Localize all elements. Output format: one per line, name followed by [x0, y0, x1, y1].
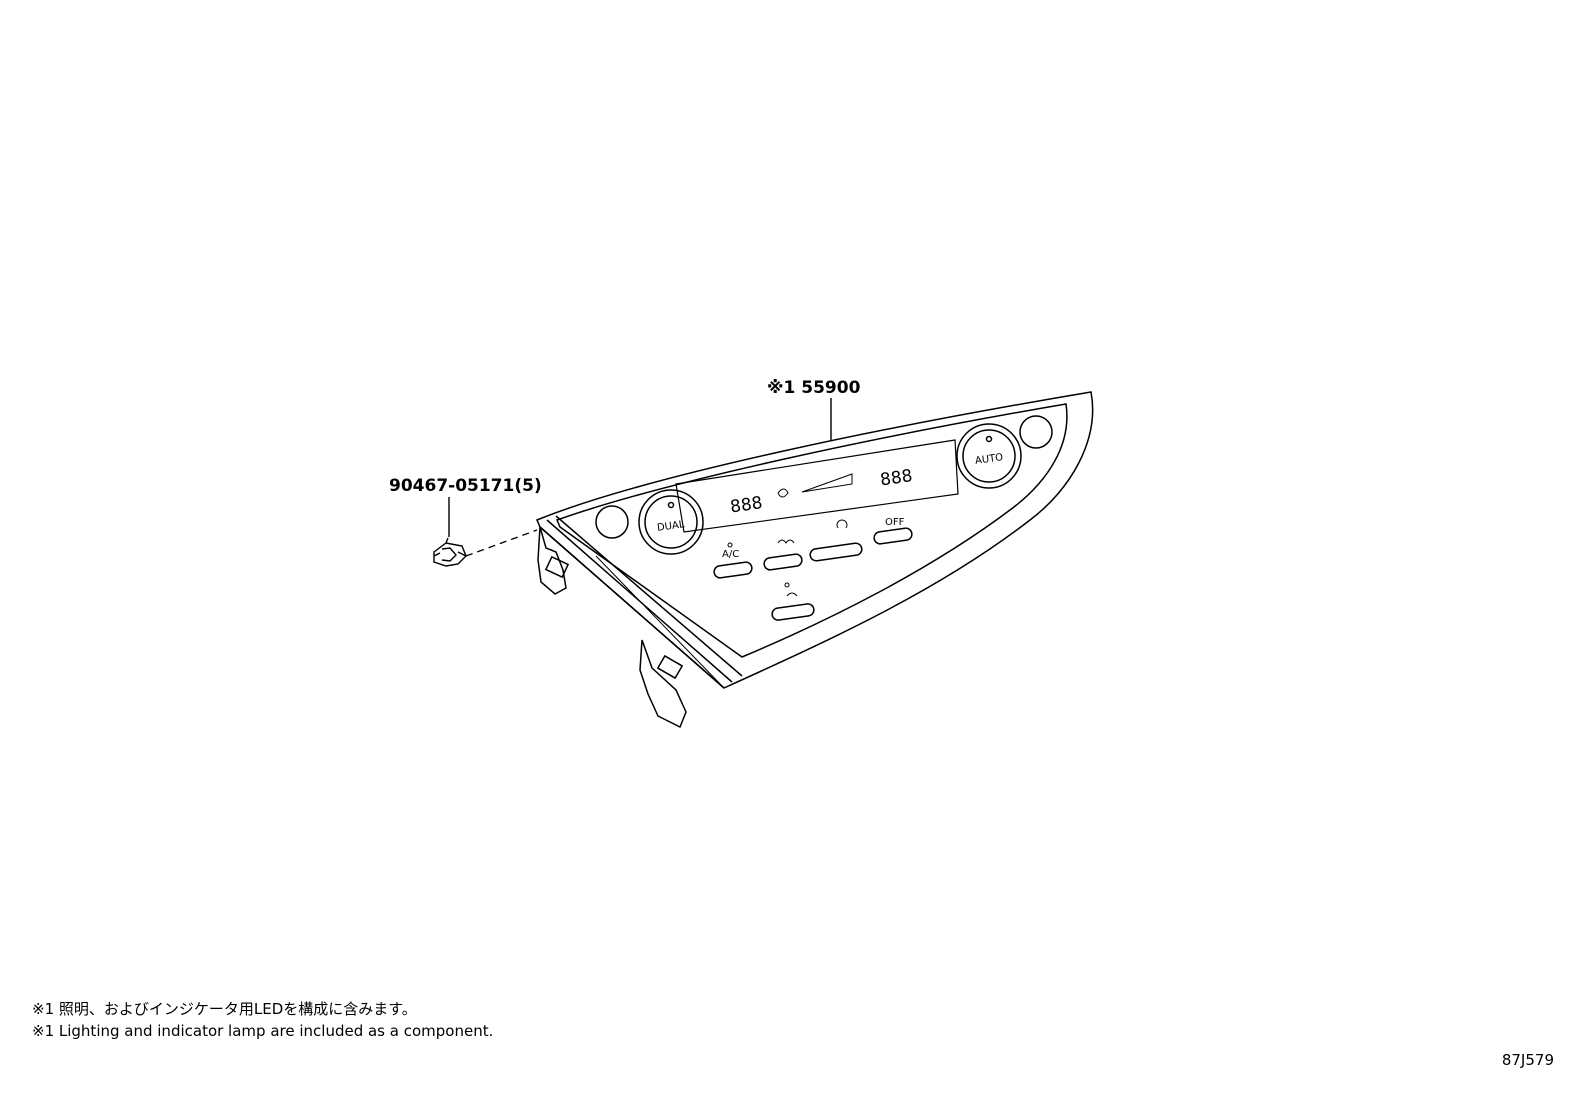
seat-icon	[786, 592, 798, 597]
main-unit-label: ※1 55900	[767, 378, 861, 398]
ac-button-label: A/C	[722, 549, 739, 560]
clip-part-label: 90467-05171(5)	[389, 476, 542, 496]
display-temp-right: 888	[879, 466, 914, 490]
off-button-label: OFF	[885, 517, 905, 528]
figure-id: 87J579	[1501, 1051, 1554, 1069]
fan-icon	[777, 488, 789, 498]
defrost-icon	[777, 539, 795, 544]
control-panel	[536, 391, 1094, 729]
dual-button-label: DUAL	[656, 519, 685, 534]
footnote-en: ※1 Lighting and indicator lamp are inclu…	[32, 1022, 494, 1040]
auto-button-label: AUTO	[974, 452, 1004, 467]
recirculation-icon	[836, 519, 848, 529]
seat-heater-right-button	[1019, 415, 1053, 449]
seat-heater-left-button	[595, 505, 629, 539]
clip-icon	[433, 537, 467, 567]
display-temp-left: 888	[729, 493, 764, 517]
clip-dashed-line	[465, 529, 538, 557]
footnote-jp: ※1 照明、およびインジケータ用LEDを構成に含みます。	[32, 1000, 417, 1018]
